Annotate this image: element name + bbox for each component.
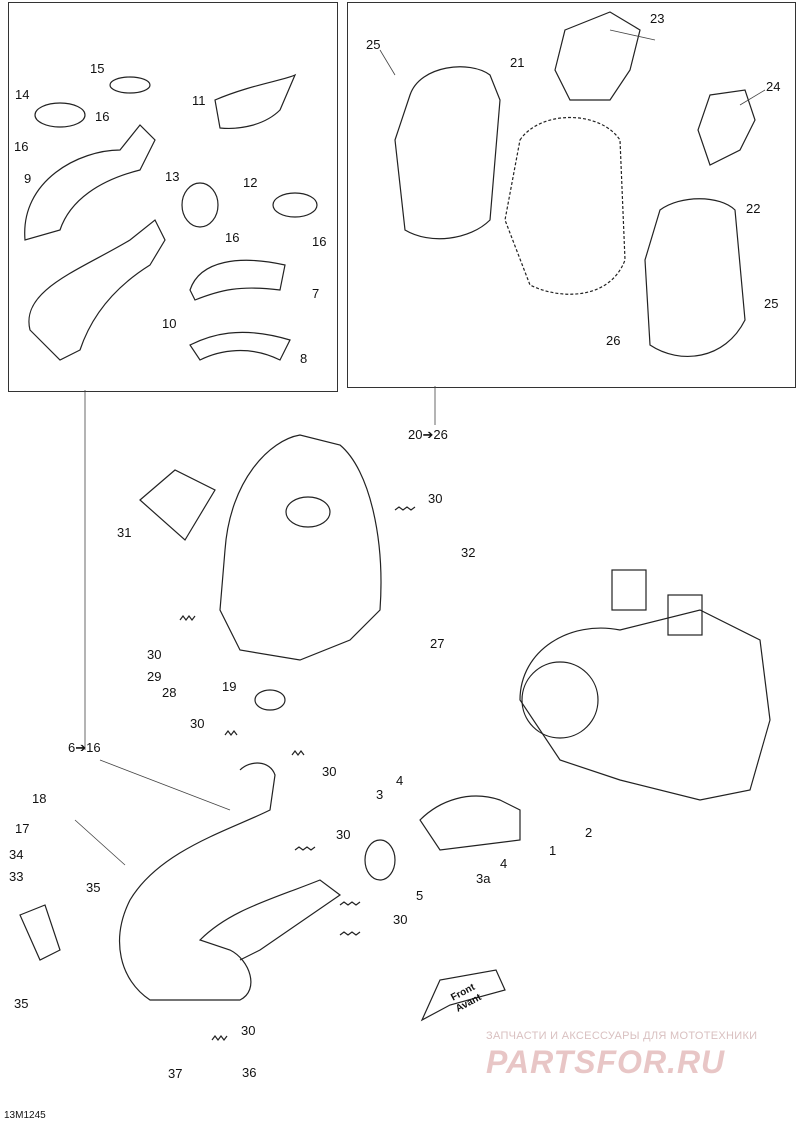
callout-10: 10 <box>162 316 177 331</box>
callout-27: 27 <box>430 636 445 651</box>
callout-34: 34 <box>9 847 24 862</box>
callout-30: 30 <box>190 716 205 731</box>
callout-19: 19 <box>222 679 237 694</box>
diagram-code: 13M1245 <box>4 1110 46 1121</box>
callout-32: 32 <box>461 545 476 560</box>
callout-25: 25 <box>764 296 779 311</box>
callout-26: 26 <box>606 333 621 348</box>
callout-33: 33 <box>9 869 24 884</box>
callout-37: 37 <box>168 1066 183 1081</box>
callout-16: 16 <box>312 234 327 249</box>
callout-9: 9 <box>24 171 32 186</box>
watermark-tagline: ЗАПЧАСТИ И АКСЕССУАРЫ ДЛЯ МОТОТЕХНИКИ <box>486 1030 758 1042</box>
callout-35: 35 <box>86 880 101 895</box>
callout-31: 31 <box>117 525 132 540</box>
callout-6-16: 6➔16 <box>68 740 101 755</box>
callout-12: 12 <box>243 175 258 190</box>
callout-16: 16 <box>14 139 29 154</box>
callout-2: 2 <box>585 825 593 840</box>
callout-1: 1 <box>549 843 557 858</box>
callout-3: 3 <box>376 787 384 802</box>
callout-30: 30 <box>428 491 443 506</box>
exhaust-pipe-detail-panel <box>8 2 338 392</box>
callout-30: 30 <box>393 912 408 927</box>
callout-16: 16 <box>95 109 110 124</box>
callout-25: 25 <box>366 37 381 52</box>
callout-21: 21 <box>510 55 525 70</box>
callout-13: 13 <box>165 169 180 184</box>
callout-8: 8 <box>300 351 308 366</box>
watermark-logo: PARTSFOR.RU <box>486 1044 726 1080</box>
callout-14: 14 <box>15 87 30 102</box>
callout-3a: 3a <box>476 871 491 886</box>
callout-30: 30 <box>147 647 162 662</box>
callout-4: 4 <box>500 856 508 871</box>
callout-28: 28 <box>162 685 177 700</box>
callout-16: 16 <box>225 230 240 245</box>
callout-15: 15 <box>90 61 105 76</box>
callout-30: 30 <box>336 827 351 842</box>
callout-4: 4 <box>396 773 404 788</box>
callout-7: 7 <box>312 286 320 301</box>
callout-18: 18 <box>32 791 47 806</box>
callout-35: 35 <box>14 996 29 1011</box>
callout-11: 11 <box>192 93 206 108</box>
callout-22: 22 <box>746 201 761 216</box>
callout-5: 5 <box>416 888 424 903</box>
callout-23: 23 <box>650 11 665 26</box>
callout-36: 36 <box>242 1065 257 1080</box>
callout-29: 29 <box>147 669 162 684</box>
callout-24: 24 <box>766 79 781 94</box>
muffler-heat-shield-panel <box>347 2 796 388</box>
callout-20-26: 20➔26 <box>408 427 448 442</box>
callout-30: 30 <box>241 1023 256 1038</box>
callout-30: 30 <box>322 764 337 779</box>
callout-17: 17 <box>15 821 30 836</box>
